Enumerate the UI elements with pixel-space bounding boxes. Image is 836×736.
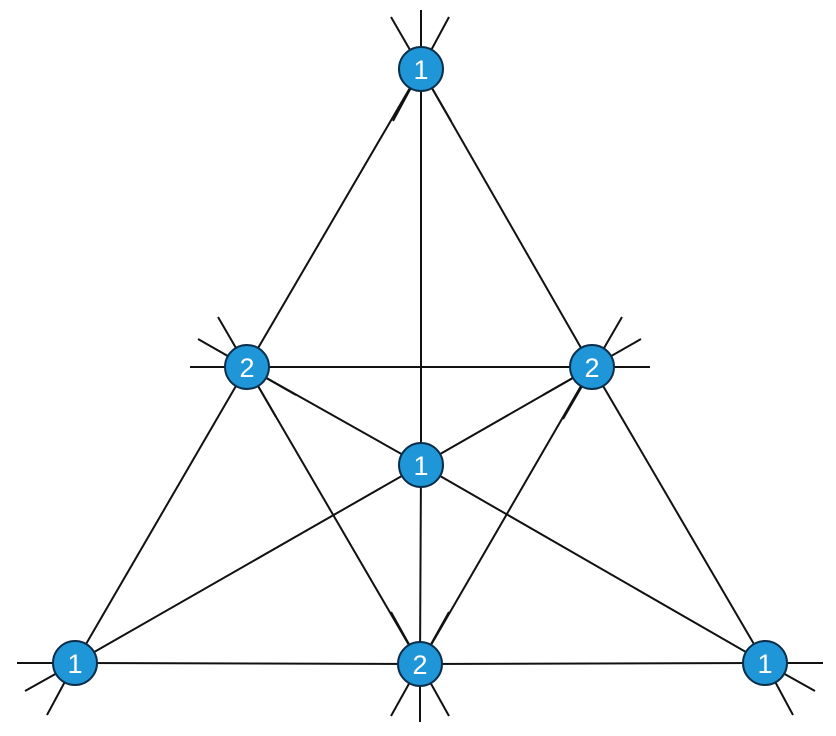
node-circle bbox=[742, 640, 788, 686]
node-label: 1 bbox=[757, 649, 772, 679]
node-upper-left: 2 bbox=[224, 344, 270, 390]
edge-center-upper-right bbox=[420, 366, 593, 466]
node-label: 2 bbox=[239, 353, 254, 383]
edge-apex-top-upper-right bbox=[420, 68, 593, 368]
node-label: 2 bbox=[584, 353, 599, 383]
edge-upper-left-center bbox=[246, 366, 422, 466]
node-bottom-left: 1 bbox=[52, 640, 98, 686]
node-circle bbox=[398, 442, 444, 488]
diagram-nodes: 1 2 2 1 1 2 1 bbox=[52, 46, 788, 687]
node-circle bbox=[569, 344, 615, 390]
node-center: 1 bbox=[398, 442, 444, 488]
node-circle bbox=[224, 344, 270, 390]
edge-center-bottom-middle bbox=[419, 464, 422, 665]
edge-apex-top-upper-left bbox=[246, 68, 422, 368]
edge-upper-left-bottom-middle bbox=[246, 366, 421, 665]
node-circle bbox=[397, 641, 443, 687]
node-apex-top: 1 bbox=[398, 46, 444, 92]
edge-bottom-middle-bottom-right bbox=[419, 662, 766, 665]
edge-bottom-left-bottom-middle bbox=[74, 662, 421, 665]
node-label: 1 bbox=[413, 451, 428, 481]
edge-upper-right-bottom-right bbox=[591, 366, 766, 664]
node-label: 2 bbox=[412, 650, 427, 680]
edge-bottom-left-center bbox=[74, 464, 422, 664]
node-label: 1 bbox=[413, 55, 428, 85]
node-upper-right: 2 bbox=[569, 344, 615, 390]
edge-upper-left-bottom-left bbox=[74, 366, 248, 664]
node-label: 1 bbox=[67, 649, 82, 679]
node-circle bbox=[398, 46, 444, 92]
edge-center-bottom-right bbox=[420, 464, 766, 664]
node-circle bbox=[52, 640, 98, 686]
edge-upper-right-bottom-middle bbox=[419, 366, 593, 665]
node-bottom-middle: 2 bbox=[397, 641, 443, 687]
node-bottom-right: 1 bbox=[742, 640, 788, 686]
diagram-edges bbox=[74, 68, 766, 665]
